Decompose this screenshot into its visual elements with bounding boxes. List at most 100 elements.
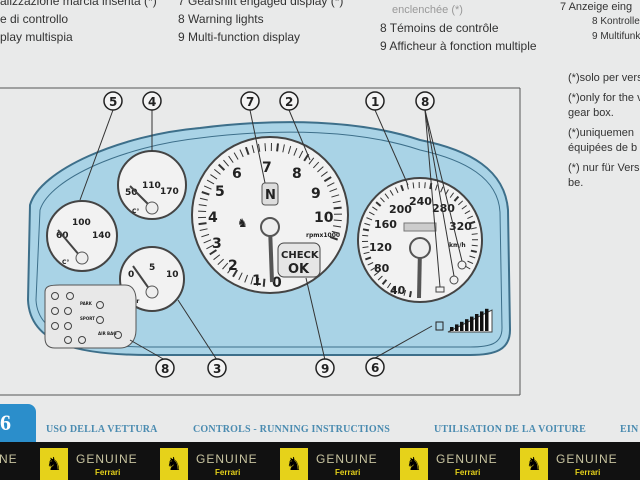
callout-number: 1 xyxy=(371,95,379,109)
oil-temp-unit: C° xyxy=(132,208,139,215)
tick-mark xyxy=(276,143,279,152)
water-temp-label: 140 xyxy=(92,231,111,241)
legend-fr-line: 9 Afficheur à fonction multiple xyxy=(380,39,537,53)
callout-number: 7 xyxy=(246,95,254,109)
tick-mark xyxy=(203,185,212,190)
tach-label-7: 7 xyxy=(262,160,272,176)
callout-number: 6 xyxy=(371,361,379,375)
warning-lights-panel: PARK SPORT AIR BAG xyxy=(44,284,137,349)
callout-number: 4 xyxy=(148,95,156,109)
note: (*)solo per vers xyxy=(568,72,640,84)
callout-circle xyxy=(207,358,227,378)
legend-fr-line: enclenchée (*) xyxy=(392,4,463,16)
callout-circle xyxy=(315,358,335,378)
tach-label-1: 1 xyxy=(252,273,262,289)
tick-mark xyxy=(209,249,217,256)
tick-mark xyxy=(395,187,399,194)
tick-mark xyxy=(239,149,244,158)
callout-circle xyxy=(365,91,385,111)
tick-mark xyxy=(201,191,210,196)
tick-mark xyxy=(298,150,304,159)
callout-circle xyxy=(279,91,299,111)
fuel-level-bar xyxy=(450,327,454,331)
legend-en-line: 8 Warning lights xyxy=(178,12,264,26)
fuel-level-bar xyxy=(470,316,474,331)
genuine-label: GENUINE xyxy=(0,452,18,466)
ferrari-badge-strip: ♞ GENUINE Ferrari♞ GENUINE Ferrari♞ GENU… xyxy=(0,442,640,480)
callout-circle xyxy=(415,91,435,111)
tick-mark xyxy=(206,244,214,250)
ferrari-shield-logo: ♞ xyxy=(400,448,428,480)
callout-circle xyxy=(155,358,175,378)
ferrari-label: Ferrari xyxy=(575,468,601,477)
legend-it-line: play multispia xyxy=(0,30,73,44)
legend-de-line: 8 Kontrolleuch xyxy=(592,16,640,27)
tick-mark xyxy=(232,269,238,278)
footer-section-en: CONTROLS - RUNNING INSTRUCTIONS xyxy=(193,424,391,435)
note: équipées de b xyxy=(568,142,638,154)
tick-mark xyxy=(458,200,464,206)
legend-it-line: e di controllo xyxy=(0,12,69,26)
callout-circle xyxy=(365,357,385,377)
tick-mark xyxy=(329,235,338,241)
fuel-level-bar xyxy=(460,321,464,331)
tick-mark xyxy=(333,219,342,222)
page-number: 6 xyxy=(0,410,11,435)
genuine-label: GENUINE xyxy=(316,452,378,466)
tick-mark xyxy=(461,205,467,210)
speed-unit: km/h xyxy=(449,242,466,249)
tick-mark xyxy=(470,249,477,253)
airbag-warning: AIR BAG xyxy=(98,331,116,336)
warning-lamp-icon xyxy=(64,322,72,330)
tick-mark xyxy=(198,222,207,226)
tick-mark xyxy=(320,171,328,177)
tick-mark xyxy=(470,227,477,230)
callout-number: 9 xyxy=(321,362,329,376)
callout-number: 3 xyxy=(213,362,221,376)
odometer xyxy=(403,222,437,232)
tick-mark xyxy=(203,239,212,244)
fuel-level-bar xyxy=(465,319,469,331)
genuine-label: GENUINE xyxy=(556,452,618,466)
tick-mark xyxy=(367,262,374,266)
tach-label-4: 4 xyxy=(208,210,218,226)
legend-de-line: 7 Anzeige eing xyxy=(560,1,633,13)
tick-mark xyxy=(223,159,230,167)
check-label: CHECK xyxy=(281,250,320,261)
ferrari-shield-logo: ♞ xyxy=(40,448,68,480)
tick-mark xyxy=(262,278,266,287)
tick-mark xyxy=(362,228,370,232)
water-temp-unit: C° xyxy=(62,259,69,266)
sport-warning: SPORT xyxy=(80,316,95,321)
tick-mark xyxy=(250,276,254,285)
callout-number: 8 xyxy=(161,362,169,376)
fuel-level-bar xyxy=(475,314,479,331)
legend-de-line: 9 Multifunktions xyxy=(592,31,640,42)
speed-label: 40 xyxy=(390,284,406,297)
tick-mark xyxy=(434,184,438,191)
oil-temperature-gauge: 50 110 170 C° xyxy=(117,150,187,220)
genuine-label: GENUINE xyxy=(196,452,258,466)
tick-mark xyxy=(214,168,221,175)
tach-unit: rpmx1000 xyxy=(306,232,340,239)
speedometer: 40 80 120 160 200 240 280 320 km/h xyxy=(357,177,483,303)
tick-mark xyxy=(370,266,377,271)
warning-lamp-icon xyxy=(114,331,122,339)
tick-mark xyxy=(210,174,218,180)
speed-label: 160 xyxy=(374,218,397,231)
fuel-level-bar xyxy=(455,324,459,331)
tick-mark xyxy=(381,279,388,285)
tick-mark xyxy=(256,277,260,286)
tach-label-2: 2 xyxy=(228,258,238,274)
warning-lamp-icon xyxy=(66,292,74,300)
speed-label: 120 xyxy=(369,241,392,254)
tick-mark xyxy=(464,210,471,215)
gear-display: N xyxy=(265,188,276,203)
ferrari-horse-icon: ♞ xyxy=(237,216,248,230)
tick-mark xyxy=(317,166,324,173)
genuine-label: GENUINE xyxy=(436,452,498,466)
tick-mark xyxy=(469,220,476,225)
tick-mark xyxy=(244,146,250,156)
tach-label-8: 8 xyxy=(292,166,302,182)
